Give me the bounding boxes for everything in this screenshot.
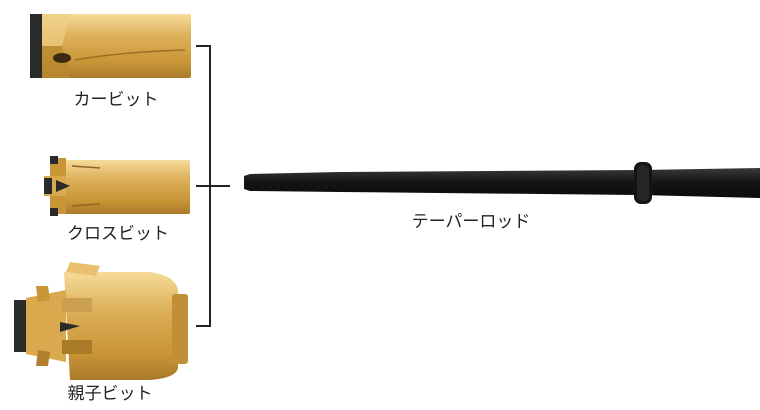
cross-bit-image: [44, 156, 190, 216]
car-bit-image: [30, 14, 191, 78]
taper-rod-label: テーパーロッド: [411, 212, 531, 232]
cross-bit-label: クロスビット: [67, 224, 169, 244]
bracket-connector: [196, 45, 230, 327]
taper-rod-image: [244, 162, 760, 204]
button-bit-label: 親子ビット: [67, 384, 153, 404]
car-bit-label: カービット: [73, 90, 159, 110]
button-bit-image: [14, 262, 188, 380]
